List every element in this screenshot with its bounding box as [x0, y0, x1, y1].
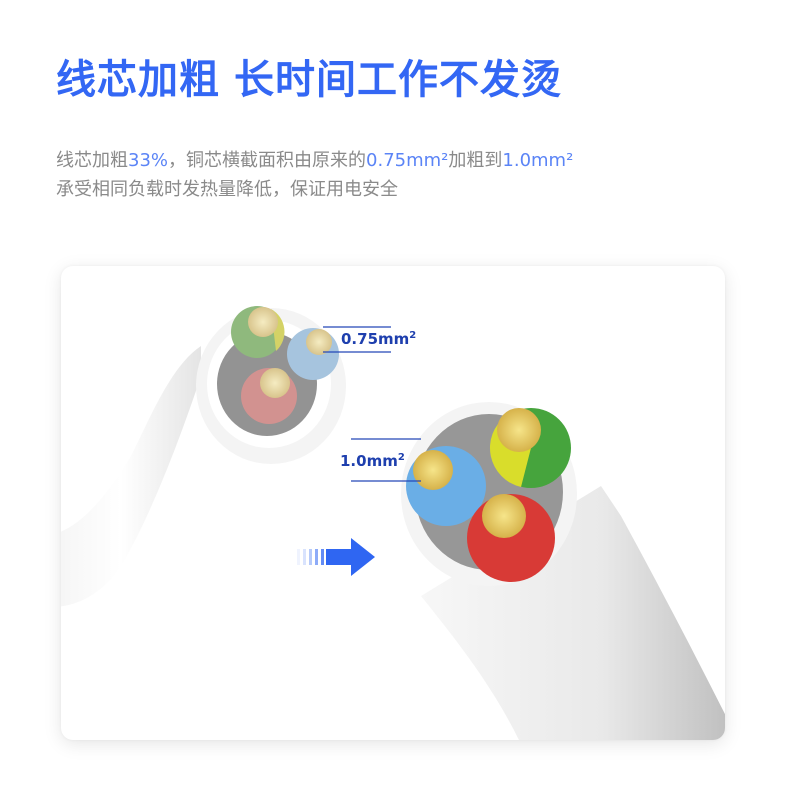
desc-text: 线芯加粗 — [56, 150, 128, 171]
page-title: 线芯加粗长时间工作不发烫 — [56, 52, 562, 108]
title-part-1: 线芯加粗 — [56, 57, 220, 103]
cable-comparison-card: 0.75mm2 1.0mm2 — [61, 266, 725, 740]
new-cable-size-label: 1.0mm2 — [340, 452, 405, 470]
description-line-1: 线芯加粗33%，铜芯横截面积由原来的0.75mm²加粗到1.0mm² — [56, 146, 573, 175]
desc-text: 加粗到 — [448, 150, 503, 171]
desc-text: ，铜芯横截面积由原来的 — [168, 150, 367, 171]
title-part-2: 长时间工作不发烫 — [234, 57, 562, 103]
right-arrow-icon — [297, 538, 375, 576]
desc-highlight-percent: 33% — [128, 150, 169, 171]
old-cable — [61, 306, 391, 607]
new-cable — [351, 402, 725, 740]
cable-illustration — [61, 306, 725, 740]
old-cable-size-label: 0.75mm2 — [341, 330, 417, 348]
description: 线芯加粗33%，铜芯横截面积由原来的0.75mm²加粗到1.0mm² 承受相同负… — [56, 146, 573, 204]
description-line-2: 承受相同负载时发热量降低，保证用电安全 — [56, 179, 398, 200]
desc-highlight-new-size: 1.0mm² — [502, 150, 574, 171]
desc-highlight-old-size: 0.75mm² — [366, 150, 449, 171]
